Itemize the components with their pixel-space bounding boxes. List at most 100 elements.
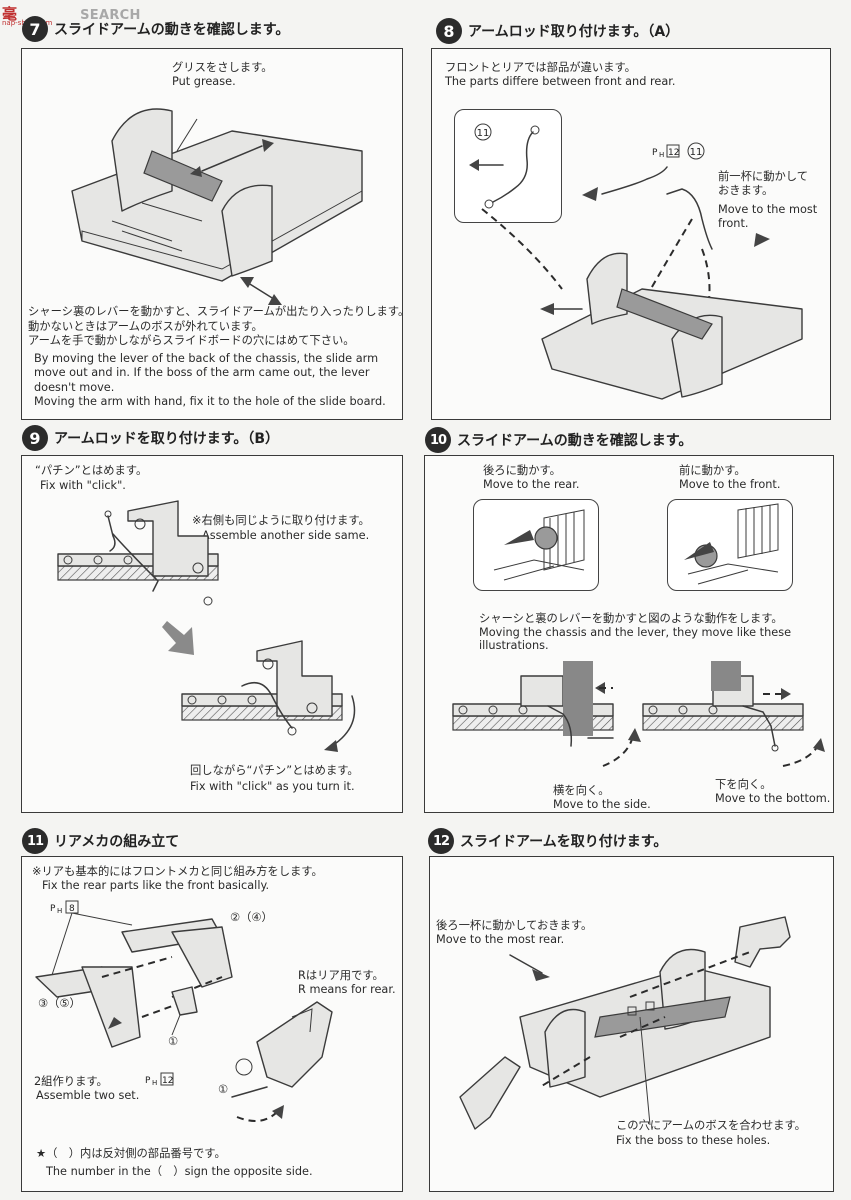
side-en: Move to the side. (553, 798, 651, 811)
assemble-same-jp: ※右側も同じように取り付けます。 (192, 514, 370, 527)
holes-jp: この穴にアームのボスを合わせます。 (616, 1119, 806, 1132)
step-12-badge: 12 (428, 828, 454, 854)
desc-en2: illustrations. (479, 639, 549, 652)
svg-text:P: P (145, 1076, 151, 1086)
bottom-en: Move to the bottom. (715, 792, 831, 805)
move-front-en: Move to the most (718, 203, 818, 216)
turn-jp: 回しながら“パチン”とはめます。 (190, 764, 359, 777)
step-11-badge: 11 (22, 828, 48, 854)
step-7-heading: スライドアームの動きを確認します。 (54, 22, 290, 38)
label-3-5: ③（⑤） (38, 997, 81, 1010)
two-set-jp: 2組作ります。 (34, 1075, 108, 1088)
star-note-en: The number in the（ ）sign the opposite si… (46, 1165, 313, 1178)
body-line: By moving the lever of the back of the c… (34, 351, 379, 365)
holes-en: Fix the boss to these holes. (616, 1134, 771, 1147)
step-7-badge: 7 (22, 16, 48, 42)
step-12-heading: スライドアームを取り付けます。 (460, 834, 668, 850)
front-detail-frame (667, 499, 793, 591)
front-jp: 前に動かす。 (679, 464, 746, 477)
front-en: Move to the front. (679, 478, 781, 491)
rod-turn-illustration (181, 640, 356, 752)
svg-text:H: H (152, 1079, 157, 1087)
two-set-en: Assemble two set. (36, 1089, 140, 1102)
step-7-body: シャーシ裏のレバーを動かすと、スライドアームが出たり入ったりします。 動かないと… (28, 305, 409, 410)
step-11-panel: ※リアも基本的にはフロントメカと同じ組み方をします。 Fix the rear … (21, 856, 403, 1192)
chassis-illustration-8: P H 12 11 (481, 142, 803, 400)
ph-12b-label: 12 (162, 1076, 173, 1086)
svg-text:12: 12 (668, 148, 679, 158)
most-rear-jp: 後ろ一杯に動かしておきます。 (436, 919, 593, 932)
step-9-badge: 9 (22, 425, 48, 451)
step-9-heading: アームロッドを取り付けます。（B） (54, 431, 280, 447)
rear-assembly-illustration: P H 8 P H 12 (35, 900, 333, 1122)
body-line: Moving the arm with hand, fix it to the … (34, 395, 386, 408)
desc-jp: シャーシと裏のレバーを動かすと図のような動作をします。 (479, 612, 783, 625)
turn-en: Fix with "click" as you turn it. (190, 780, 355, 793)
step-8-badge: 8 (436, 18, 462, 44)
ph-8-label: 8 (69, 904, 75, 914)
front-detail (684, 503, 779, 585)
rod-fit-illustration (57, 500, 219, 606)
rod-detail-frame: 11 (454, 109, 562, 223)
svg-text:H: H (659, 151, 664, 159)
step-12-title: 12 スライドアームを取り付けます。 (428, 826, 667, 856)
step-8-heading: アームロッド取り付けます。（A） (468, 24, 680, 40)
body-line: アームを手で動かしながらスライドボードの穴にはめて下さい。 (28, 334, 355, 347)
parts-differ-jp: フロントとリアでは部品が違います。 (445, 61, 636, 74)
label-1a: ① (168, 1035, 179, 1048)
rod-detail: 11 (469, 123, 540, 209)
move-front-en2: front. (718, 217, 749, 230)
grease-en: Put grease. (172, 75, 236, 88)
bottom-motion-illustration (642, 661, 825, 767)
grease-jp: グリスをさします。 (172, 61, 273, 74)
step-10-badge: 10 (425, 427, 451, 453)
rear-detail-frame (473, 499, 599, 591)
click-jp: “パチン”とはめます。 (35, 464, 148, 477)
slide-arm-illustration (459, 916, 791, 1130)
step-12-panel: 後ろ一杯に動かしておきます。 Move to the most rear. この… (429, 856, 834, 1192)
ph-12-label: P (652, 148, 658, 158)
bottom-jp: 下を向く。 (715, 778, 772, 791)
watermark-logo: 毫 (2, 5, 18, 23)
step-11-heading: リアメカの組み立て (54, 834, 180, 850)
body-line: シャーシ裏のレバーを動かすと、スライドアームが出たり入ったりします。 (28, 305, 410, 318)
down-arrow-icon (162, 621, 194, 655)
chassis-illustration-7 (71, 108, 363, 305)
parts-differ-en: The parts differe between front and rear… (445, 75, 676, 88)
label-1b: ① (218, 1083, 229, 1096)
desc-en1: Moving the chassis and the lever, they m… (479, 626, 792, 639)
svg-text:H: H (57, 907, 62, 915)
click-en: Fix with "click". (40, 479, 126, 492)
step-10-panel: 後ろに動かす。 Move to the rear. 前に動かす。 Move to… (424, 455, 834, 813)
side-motion-illustration (452, 661, 641, 767)
body-line: 動かないときはアームのボスが外れています。 (28, 319, 263, 333)
body-line: doesn't move. (34, 380, 115, 394)
svg-text:P: P (50, 904, 56, 914)
step-7-panel: グリスをさします。 Put grease. シャーシ裏のレバーを動かすと、スライ… (21, 48, 409, 420)
rear-en: Move to the rear. (483, 478, 580, 491)
side-jp: 横を向く。 (553, 784, 610, 797)
r-rear-en: R means for rear. (298, 983, 396, 996)
step-8-panel: フロントとリアでは部品が違います。 The parts differe betw… (431, 48, 831, 420)
step-10-heading: スライドアームの動きを確認します。 (457, 433, 693, 449)
step-9-panel: “パチン”とはめます。 Fix with "click". ※右側も同じように取… (21, 455, 403, 813)
rear-note-jp: ※リアも基本的にはフロントメカと同じ組み方をします。 (32, 865, 323, 878)
rear-note-en: Fix the rear parts like the front basica… (42, 879, 270, 892)
label-2-4: ②（④） (230, 911, 273, 924)
step-7-title: 7 スライドアームの動きを確認します。 (22, 14, 289, 44)
step-11-title: 11 リアメカの組み立て (22, 826, 179, 856)
r-rear-jp: Rはリア用です。 (298, 969, 384, 982)
step-8-title: 8 アームロッド取り付けます。（A） (436, 16, 679, 46)
assemble-same-en: Assemble another side same. (202, 529, 370, 542)
rear-jp: 後ろに動かす。 (483, 464, 561, 477)
rear-detail (493, 509, 585, 581)
svg-text:11: 11 (690, 147, 703, 158)
move-front-jp: 前一杯に動かして (718, 170, 809, 183)
most-rear-en: Move to the most rear. (436, 933, 565, 946)
move-front-jp2: おきます。 (718, 184, 774, 197)
star-note-jp: ★（ ）内は反対側の部品番号です。 (36, 1147, 226, 1160)
step-10-title: 10 スライドアームの動きを確認します。 (425, 425, 692, 455)
part-11-label: 11 (477, 128, 490, 139)
body-line: move out and in. If the boss of the arm … (34, 366, 370, 379)
step-9-title: 9 アームロッドを取り付けます。（B） (22, 423, 279, 453)
